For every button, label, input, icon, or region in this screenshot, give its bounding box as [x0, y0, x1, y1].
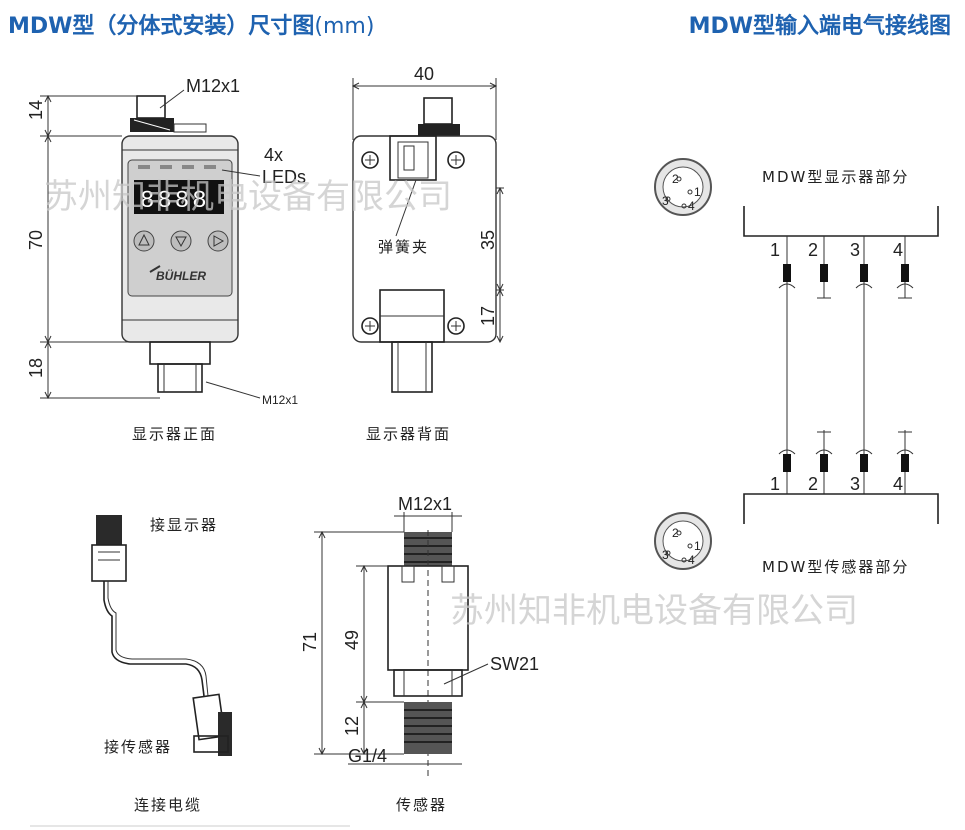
screw-icon	[361, 317, 379, 335]
dimension-diagram-title: MDW型（分体式安装）尺寸图(mm)	[8, 14, 375, 39]
screw-icon	[447, 151, 465, 169]
back-view-caption: 显示器背面	[366, 425, 451, 443]
wiring-diagram: 2 1 3 4 MDW型显示器部分 1 2 3 4	[654, 158, 939, 576]
svg-text:1: 1	[694, 185, 701, 199]
watermark: 苏州知非机电设备有限公司	[44, 177, 452, 217]
pin-label-top: 3	[850, 240, 860, 260]
svg-text:4: 4	[688, 199, 695, 213]
sensor-m12-label: M12x1	[398, 494, 452, 514]
down-arrow-icon	[175, 236, 187, 248]
svg-text:1: 1	[694, 539, 701, 553]
sensor-view: M12x1 71 49 12 G1/4 SW21 传感器	[300, 494, 539, 814]
cable-caption: 连接电缆	[134, 796, 202, 814]
connector-bottom-icon: 2 1 3 4	[654, 512, 712, 570]
pin-label-bottom: 4	[893, 474, 903, 494]
connector-top-icon: 2 1 3 4	[654, 158, 712, 216]
dim-17: 17	[478, 306, 498, 326]
up-arrow-icon	[138, 233, 150, 246]
to-sensor-label: 接传感器	[104, 738, 172, 756]
pin-label-top: 1	[770, 240, 780, 260]
svg-text:2: 2	[672, 526, 679, 540]
dim-71: 71	[300, 632, 320, 652]
m12-bottom-label: M12x1	[262, 393, 298, 407]
watermark: 苏州知非机电设备有限公司	[450, 591, 858, 631]
right-arrow-icon	[213, 235, 225, 247]
sensor-section-label: MDW型传感器部分	[762, 558, 909, 576]
dim-40: 40	[414, 64, 434, 84]
pin-label-bottom: 1	[770, 474, 780, 494]
display-section-label: MDW型显示器部分	[762, 168, 909, 186]
pin-label-top: 4	[893, 240, 903, 260]
pin-label-bottom: 2	[808, 474, 818, 494]
display-digits: 8888	[140, 188, 210, 215]
dim-35: 35	[478, 230, 498, 250]
leds-count-label: 4x	[264, 145, 283, 165]
spring-clip-label: 弹簧夹	[378, 238, 429, 256]
svg-text:2: 2	[672, 172, 679, 186]
sensor-g14-label: G1/4	[348, 746, 387, 766]
dim-14: 14	[26, 100, 46, 120]
segment-display	[134, 180, 224, 214]
dim-49: 49	[342, 630, 362, 650]
down-button[interactable]	[170, 230, 192, 252]
dim-12: 12	[342, 716, 362, 736]
wiring-diagram-title: MDW型输入端电气接线图	[688, 14, 951, 39]
dim-70: 70	[26, 230, 46, 250]
brand-logo: BÜHLER	[156, 268, 206, 283]
pin-label-top: 2	[808, 240, 818, 260]
display-front-view: 8888 BÜHLER 14 70 18 M12x1 4x LEDs M12x1…	[26, 76, 306, 443]
sw21-label: SW21	[490, 654, 539, 674]
display-back-view: 40 35 17 弹簧夹 显示器背面	[351, 64, 504, 443]
front-view-caption: 显示器正面	[132, 425, 217, 443]
svg-text:3: 3	[662, 548, 669, 562]
screw-icon	[447, 317, 465, 335]
leds-label: LEDs	[262, 167, 306, 187]
screw-icon	[361, 151, 379, 169]
svg-text:4: 4	[688, 553, 695, 567]
sensor-caption: 传感器	[396, 796, 447, 814]
enter-button[interactable]	[207, 230, 229, 252]
cable-view: 接显示器 接传感器 连接电缆	[91, 515, 232, 814]
to-display-label: 接显示器	[150, 516, 218, 534]
unit-label: (mm)	[314, 14, 375, 39]
up-button[interactable]	[133, 230, 155, 252]
m12-top-label: M12x1	[186, 76, 240, 96]
pin-label-bottom: 3	[850, 474, 860, 494]
svg-text:3: 3	[662, 194, 669, 208]
dim-18: 18	[26, 358, 46, 378]
